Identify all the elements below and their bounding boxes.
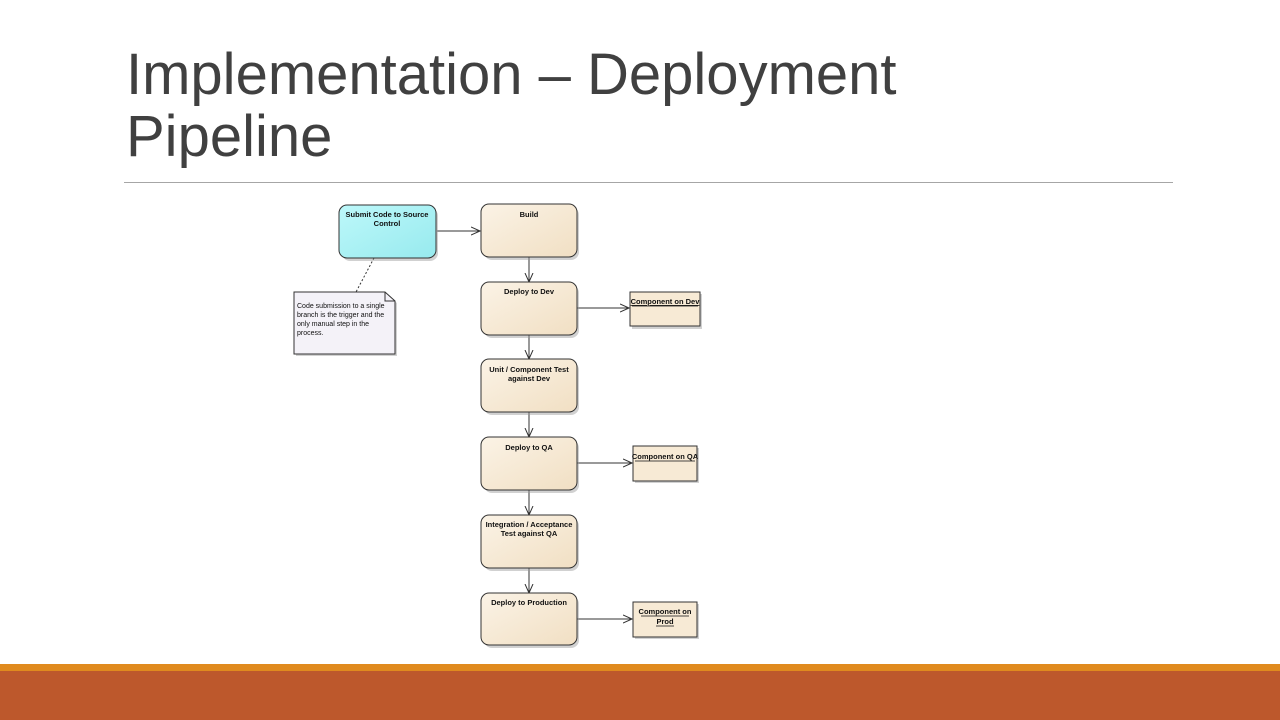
step-node-build: Build <box>480 203 579 260</box>
artifact-label-1: Component on <box>639 607 692 616</box>
note-line-1: Code submission to a single <box>297 303 385 310</box>
footer-bar <box>0 671 1280 720</box>
note-line-3: only manual step in the <box>297 321 369 328</box>
artifact-label: Component on QA <box>632 452 699 461</box>
note-manual-trigger: Code submission to a single branch is th… <box>293 291 397 356</box>
note-anchor-line <box>355 257 375 293</box>
title-divider <box>124 182 1173 183</box>
step-label: Build <box>520 210 539 219</box>
connectors <box>355 231 632 619</box>
slide-title: Implementation – Deployment Pipeline <box>126 44 1166 168</box>
note-line-4: process. <box>297 330 324 337</box>
step-node-deploy-production: Deploy to Production <box>480 592 579 648</box>
start-node-label-1: Submit Code to Source <box>346 210 429 219</box>
artifact-component-on-dev: Component on Dev <box>629 291 702 329</box>
step-label-2: against Dev <box>508 374 551 383</box>
step-node-deploy-qa: Deploy to QA <box>480 436 579 493</box>
artifact-label: Component on Dev <box>631 297 701 306</box>
footer-accent-stripe <box>0 664 1280 671</box>
step-node-deploy-dev: Deploy to Dev <box>480 281 579 338</box>
step-label: Deploy to Dev <box>504 287 555 296</box>
deployment-pipeline-diagram: Submit Code to Source Control Build Depl… <box>293 203 702 648</box>
artifact-label-2: Prod <box>656 617 674 626</box>
note-line-2: branch is the trigger and the <box>297 312 384 319</box>
start-node-label-2: Control <box>374 219 401 228</box>
slide-title-line-2: Pipeline <box>126 104 333 169</box>
step-label-1: Integration / Acceptance <box>486 520 573 529</box>
start-node-submit-code: Submit Code to Source Control <box>338 204 438 261</box>
step-label: Deploy to QA <box>505 443 553 452</box>
step-label: Deploy to Production <box>491 598 567 607</box>
artifact-component-on-qa: Component on QA <box>632 445 699 483</box>
slide-title-line-1: Implementation – Deployment <box>126 42 897 107</box>
step-node-integration-acceptance-test: Integration / Acceptance Test against QA <box>480 514 579 571</box>
step-label-2: Test against QA <box>501 529 558 538</box>
artifact-component-on-prod: Component on Prod <box>632 601 699 639</box>
step-node-unit-component-test: Unit / Component Test against Dev <box>480 358 579 415</box>
step-label-1: Unit / Component Test <box>489 365 569 374</box>
